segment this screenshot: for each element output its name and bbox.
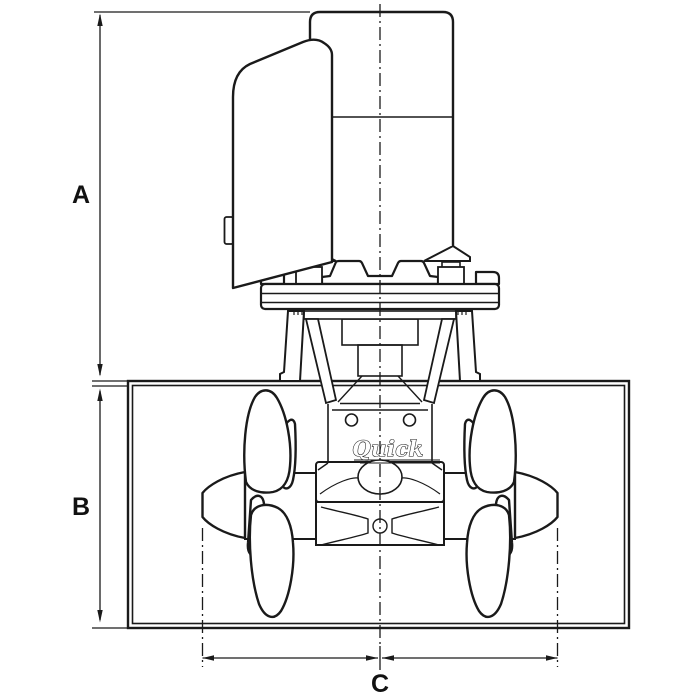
dimension-b-label: B xyxy=(72,493,90,521)
quick-logo: Quick xyxy=(352,435,440,464)
dimension-b: B xyxy=(72,388,128,629)
dimension-a: A xyxy=(72,11,310,387)
left-propeller xyxy=(201,389,317,619)
dimension-c: C xyxy=(202,646,558,698)
tunnel xyxy=(126,379,631,630)
centerlines xyxy=(201,4,559,667)
right-propeller xyxy=(442,389,559,619)
electric-motor xyxy=(308,10,455,246)
dimension-a-label: A xyxy=(72,181,90,209)
motor-cover xyxy=(223,38,334,290)
dimension-c-label: C xyxy=(371,670,389,698)
logo-text: Quick xyxy=(352,436,423,461)
